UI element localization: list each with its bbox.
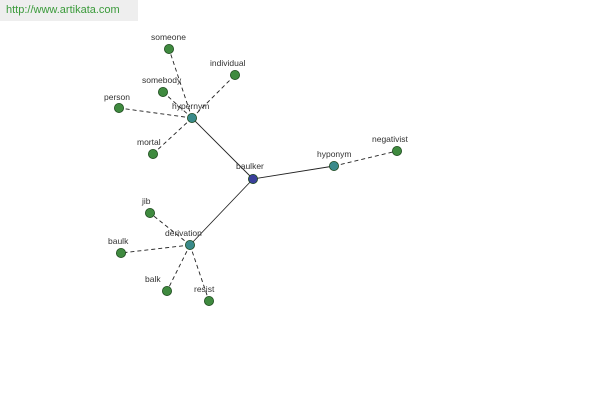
node-label-someone: someone bbox=[151, 32, 186, 42]
edge-hypernym-person bbox=[118, 107, 193, 119]
node-term-jib[interactable] bbox=[144, 207, 155, 218]
node-label-hypernym: hypernym bbox=[172, 101, 209, 111]
edge-root-hyponym bbox=[252, 165, 335, 180]
node-term-somebody[interactable] bbox=[157, 87, 168, 98]
node-term-individual[interactable] bbox=[229, 70, 240, 81]
node-label-mortal: mortal bbox=[137, 137, 161, 147]
edge-derivation-resist bbox=[189, 244, 210, 302]
node-relation-hypernym[interactable] bbox=[186, 113, 197, 124]
node-term-person[interactable] bbox=[114, 103, 125, 114]
node-term-balk[interactable] bbox=[161, 285, 172, 296]
node-baulker[interactable] bbox=[247, 173, 258, 184]
node-relation-derivation[interactable] bbox=[184, 239, 195, 250]
node-label-person: person bbox=[104, 92, 130, 102]
node-label-somebody: somebody bbox=[142, 75, 182, 85]
node-relation-hyponym[interactable] bbox=[328, 160, 339, 171]
edge-root-derivation bbox=[189, 178, 254, 246]
edge-derivation-balk bbox=[166, 244, 191, 292]
edge-hypernym-someone bbox=[168, 48, 193, 119]
node-label-individual: individual bbox=[210, 58, 246, 68]
site-banner: http://www.artikata.com bbox=[0, 0, 138, 21]
edge-hypernym-individual bbox=[191, 74, 236, 119]
node-label-derivation: derivation bbox=[165, 228, 202, 238]
edge-hypernym-mortal bbox=[152, 117, 193, 155]
node-label-baulk: baulk bbox=[108, 236, 129, 246]
edge-derivation-baulk bbox=[120, 244, 191, 254]
node-label-balk: balk bbox=[145, 274, 161, 284]
node-label-jib: jib bbox=[141, 196, 151, 206]
edge-root-hypernym bbox=[191, 117, 254, 180]
node-term-resist[interactable] bbox=[203, 295, 214, 306]
node-label-hyponym: hyponym bbox=[317, 149, 352, 159]
node-term-mortal[interactable] bbox=[147, 148, 158, 159]
node-label-negativist: negativist bbox=[372, 134, 409, 144]
edge-derivation-jib bbox=[149, 212, 191, 246]
edge-hyponym-negativist bbox=[333, 150, 398, 167]
node-term-baulk[interactable] bbox=[116, 247, 127, 258]
node-term-negativist[interactable] bbox=[391, 145, 402, 156]
node-label-baulker: baulker bbox=[236, 161, 264, 171]
node-term-someone[interactable] bbox=[163, 44, 174, 55]
node-label-resist: resist bbox=[194, 284, 215, 294]
site-link[interactable]: http://www.artikata.com bbox=[6, 4, 120, 16]
